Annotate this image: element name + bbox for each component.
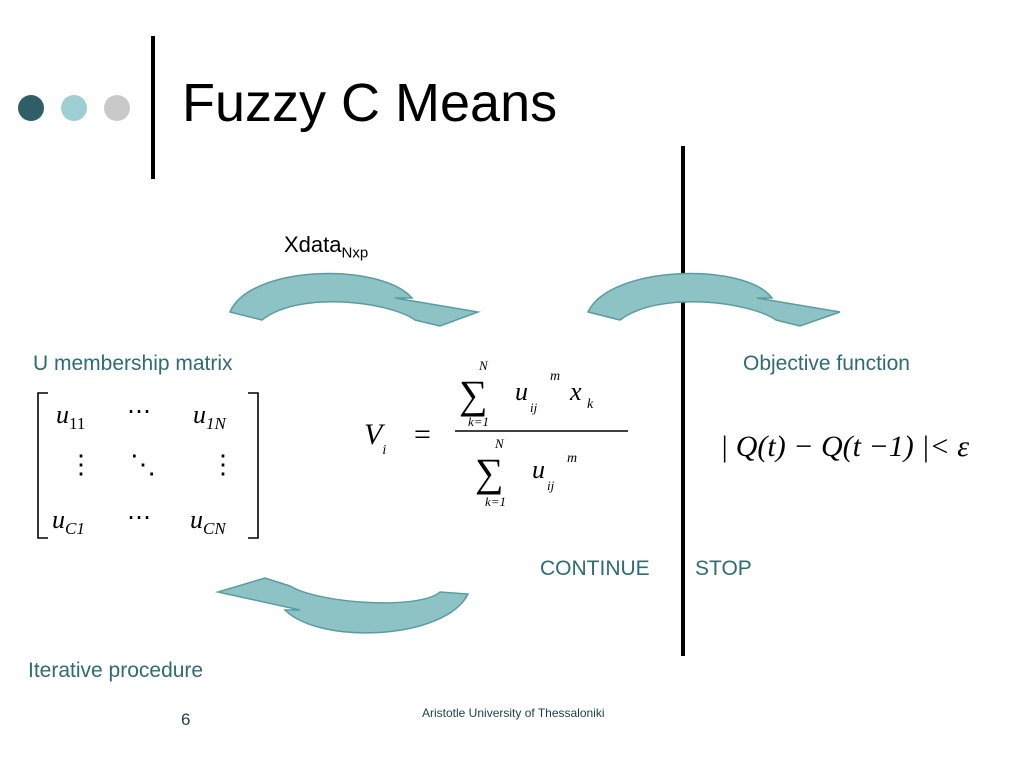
den-u-sup: m [567, 451, 577, 466]
matrix-right-bracket [248, 392, 259, 539]
matrix-cell-vdots-2: ⋮ [210, 450, 236, 479]
matrix-cell-u1N: u1N [193, 400, 228, 433]
den-sum-top: N [494, 436, 505, 451]
objective-function-label: Objective function [743, 352, 910, 375]
den-u-sub: ij [547, 478, 555, 493]
num-x: x [569, 377, 582, 406]
den-sum-bottom: k=1 [485, 494, 506, 509]
matrix-cell-uC1: uC1 [52, 505, 85, 538]
vertical-divider [681, 146, 685, 656]
decor-dot-light [61, 95, 87, 121]
convergence-criterion: | Q(t) − Q(t −1) |< ε [720, 430, 970, 463]
xdata-subscript: Nxp [341, 244, 369, 262]
formula-lhs: Vi [364, 418, 386, 458]
num-sum-sign: ∑ [459, 372, 488, 417]
arrow-formula-to-objective [586, 272, 841, 327]
matrix-cell-u11: u11 [56, 400, 85, 433]
xdata-label: XdataNxp [284, 232, 368, 261]
num-u-sub: ij [530, 400, 538, 415]
centroid-formula: Vi = N ∑ k=1 u ij m x k N ∑ k=1 u ij m [364, 358, 628, 509]
continue-label: CONTINUE [540, 557, 650, 580]
decor-dot-gray [104, 95, 130, 121]
matrix-cell-hdots-1: ⋯ [127, 399, 151, 425]
num-sum-bottom: k=1 [468, 414, 489, 429]
matrix-cell-uCN: uCN [190, 505, 227, 538]
den-u: u [532, 455, 545, 484]
num-u: u [515, 377, 528, 406]
num-x-sub: k [587, 397, 594, 412]
stop-label: STOP [695, 557, 752, 580]
page-number: 6 [181, 710, 191, 729]
matrix-cell-ddots: ⋱ [130, 450, 156, 479]
title-divider [151, 36, 155, 179]
formula-equals: = [414, 418, 431, 451]
iterative-procedure-label: Iterative procedure [28, 659, 204, 682]
matrix-cell-hdots-2: ⋯ [127, 505, 151, 531]
matrix-cell-vdots-1: ⋮ [68, 450, 94, 479]
matrix-left-bracket [37, 392, 48, 539]
num-sum-top: N [478, 358, 489, 373]
membership-matrix: u11 ⋯ u1N ⋮ ⋱ ⋮ uC1 ⋯ uCN [37, 392, 259, 539]
slide-title: Fuzzy C Means [182, 73, 558, 133]
decor-dot-dark [18, 95, 44, 121]
arrow-left-to-formula [228, 272, 481, 327]
num-u-sup: m [550, 369, 560, 384]
u-membership-label: U membership matrix [33, 352, 233, 375]
xdata-base: Xdata [284, 232, 342, 257]
footer-institution: Aristotle University of Thessaloniki [422, 706, 605, 720]
den-sum-sign: ∑ [475, 450, 504, 495]
arrow-back-to-matrix [215, 577, 470, 634]
